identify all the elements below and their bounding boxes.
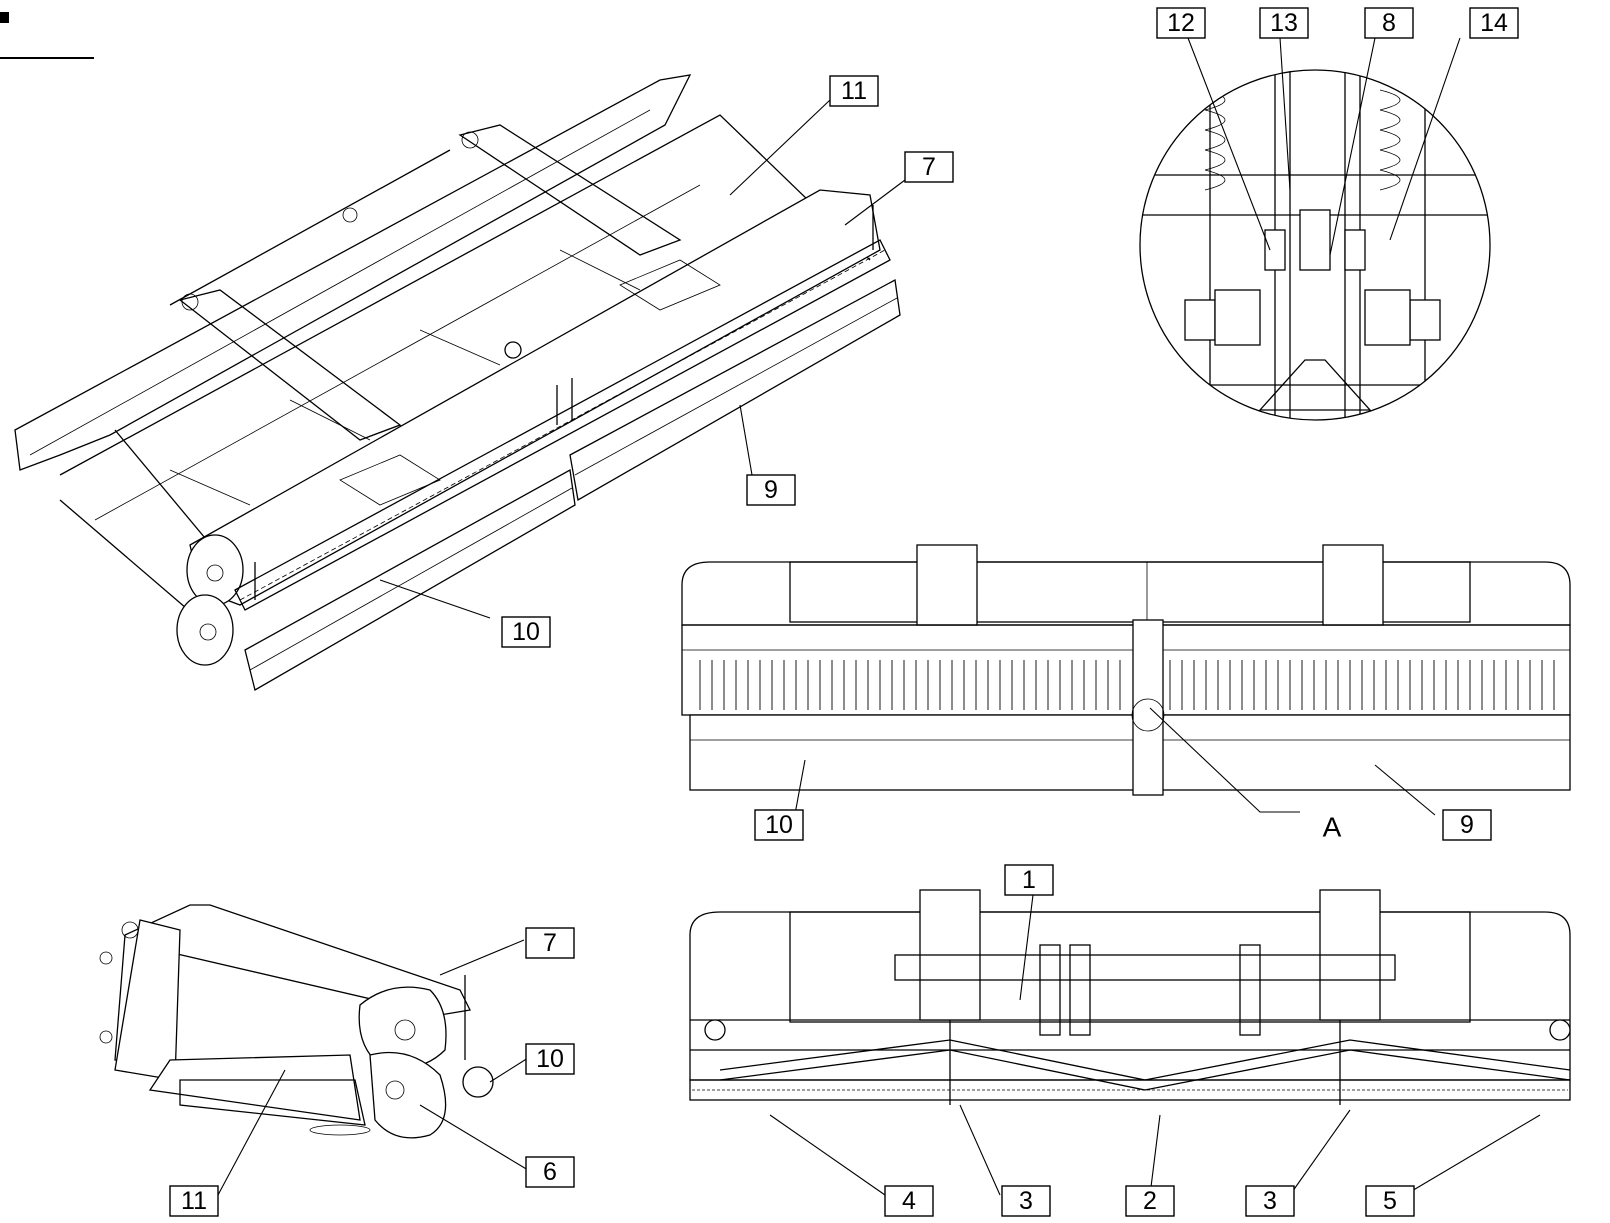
- callout-bottom-1: 1: [1004, 864, 1054, 896]
- callout-bottom-3a: 3: [1001, 1185, 1051, 1217]
- callout-detail-8: 8: [1364, 7, 1414, 39]
- callout-side-6: 6: [525, 1156, 575, 1188]
- svg-text:11: 11: [181, 1187, 207, 1215]
- callout-front-10: 10: [754, 809, 804, 841]
- svg-text:11: 11: [841, 77, 867, 105]
- svg-text:1: 1: [1022, 866, 1036, 894]
- callout-iso-9: 9: [746, 474, 796, 506]
- leader-lines: [217, 37, 1541, 1196]
- svg-text:3: 3: [1019, 1187, 1033, 1215]
- callout-bottom-2: 2: [1125, 1185, 1175, 1217]
- svg-text:13: 13: [1270, 9, 1298, 37]
- corner-marker: [0, 12, 94, 59]
- isometric-view: [14, 74, 901, 691]
- callout-front-9: 9: [1442, 809, 1492, 841]
- callout-bottom-4: 4: [884, 1185, 934, 1217]
- callout-iso-10: 10: [501, 616, 551, 648]
- callout-bottom-3b: 3: [1245, 1185, 1295, 1217]
- svg-text:2: 2: [1143, 1187, 1157, 1215]
- callout-side-11: 11: [169, 1185, 219, 1217]
- front-view: [681, 544, 1571, 796]
- callout-detail-14: 14: [1469, 7, 1519, 39]
- svg-text:10: 10: [512, 618, 540, 646]
- svg-text:A: A: [1323, 812, 1342, 843]
- svg-text:10: 10: [765, 811, 793, 839]
- detail-view-a: [1139, 69, 1491, 421]
- svg-text:4: 4: [902, 1187, 916, 1215]
- callout-front-a: A: [1323, 812, 1342, 843]
- svg-text:6: 6: [543, 1158, 557, 1186]
- svg-text:9: 9: [764, 476, 778, 504]
- svg-text:5: 5: [1383, 1187, 1397, 1215]
- svg-text:7: 7: [922, 153, 936, 181]
- svg-text:9: 9: [1460, 811, 1474, 839]
- svg-text:12: 12: [1167, 9, 1195, 37]
- callout-detail-13: 13: [1259, 7, 1309, 39]
- callout-side-7: 7: [525, 927, 575, 959]
- callout-side-10: 10: [525, 1043, 575, 1075]
- bottom-view: [689, 889, 1571, 1105]
- side-view: [99, 904, 494, 1139]
- svg-text:14: 14: [1480, 9, 1508, 37]
- callout-iso-7: 7: [904, 151, 954, 183]
- svg-text:8: 8: [1382, 9, 1396, 37]
- svg-text:7: 7: [543, 929, 557, 957]
- svg-text:10: 10: [536, 1045, 564, 1073]
- callout-iso-11: 11: [829, 75, 879, 107]
- callout-detail-12: 12: [1156, 7, 1206, 39]
- callout-bottom-5: 5: [1365, 1185, 1415, 1217]
- svg-text:3: 3: [1263, 1187, 1277, 1215]
